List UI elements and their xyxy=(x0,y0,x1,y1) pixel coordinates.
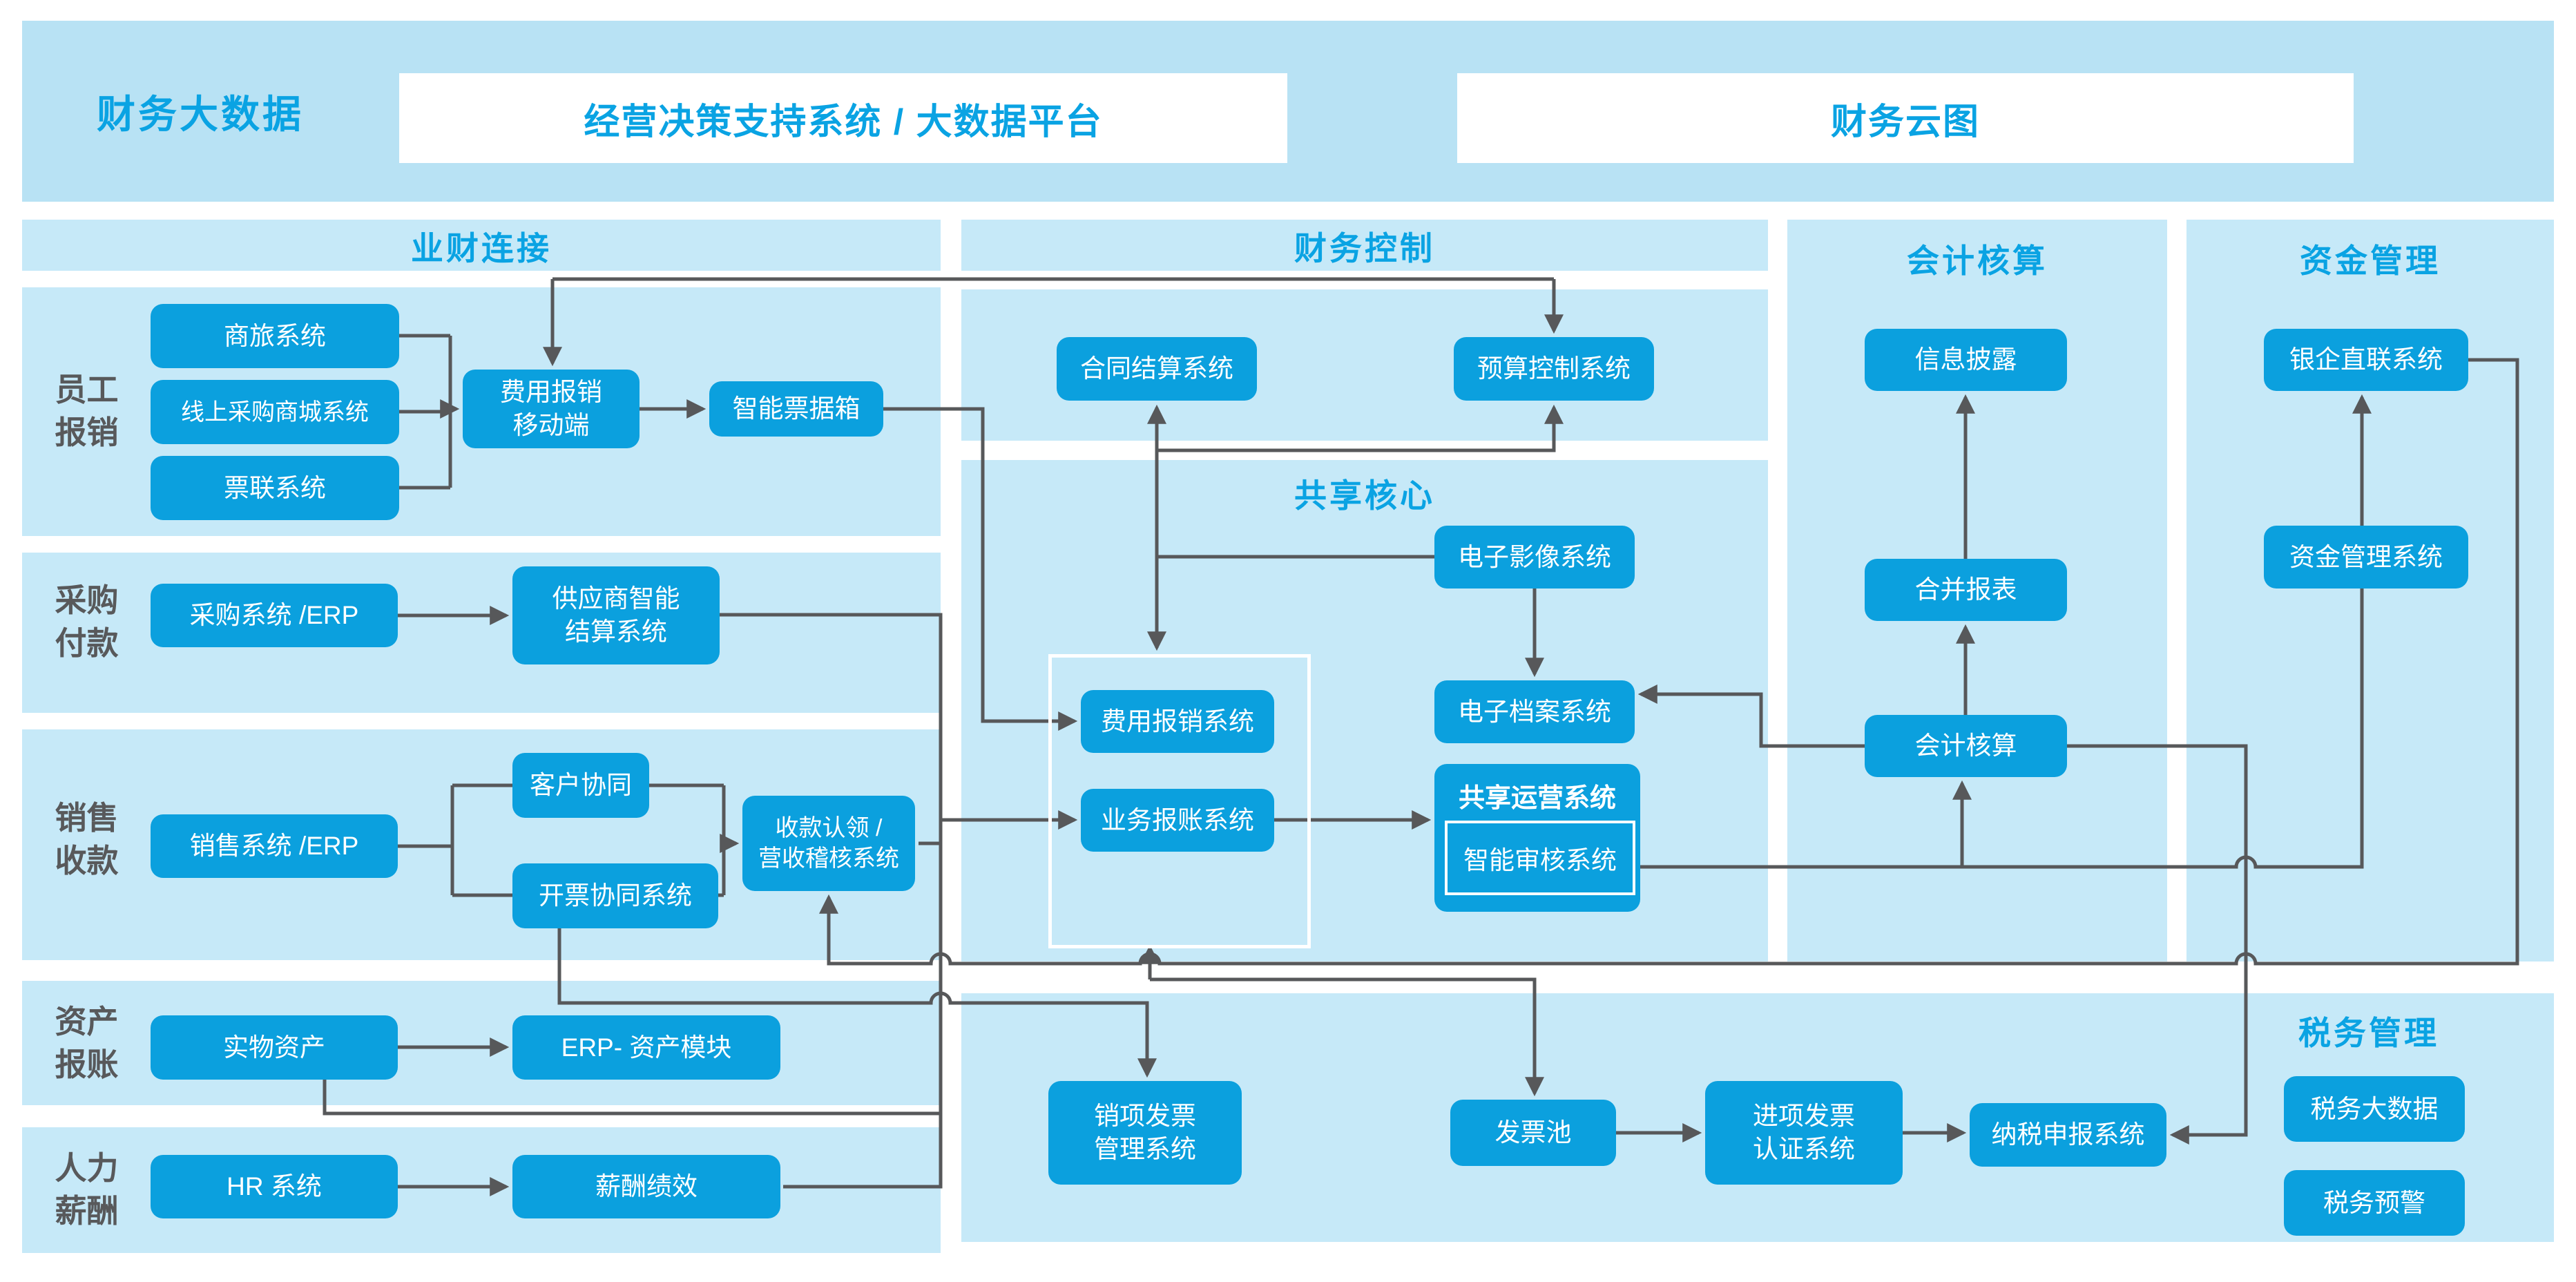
section-swgl-title: 税务管理 xyxy=(2298,1014,2439,1051)
node-tax-warning: 税务预警 xyxy=(2284,1170,2465,1236)
row-label-asset: 资产 报账 xyxy=(55,1004,119,1082)
section-ywlj-header: 业财连接 xyxy=(22,220,941,271)
decision-platform-box: 经营决策支持系统 / 大数据平台 xyxy=(399,73,1287,163)
node-erp-asset-module: ERP- 资产模块 xyxy=(512,1015,780,1080)
node-smart-ticket-box: 智能票据箱 xyxy=(709,381,883,437)
node-bank-direct-link: 银企直联系统 xyxy=(2264,329,2468,391)
node-info-disclosure: 信息披露 xyxy=(1865,329,2067,391)
section-gxhx-title: 共享核心 xyxy=(1294,477,1435,514)
node-expense-reimburse-sys: 费用报销系统 xyxy=(1081,690,1274,753)
finance-cloud-box: 财务云图 xyxy=(1457,73,2354,163)
section-kjhs-title: 会计核算 xyxy=(1907,242,2048,279)
big-data-label: 财务大数据 xyxy=(97,92,304,136)
wire-bracket-employee xyxy=(399,334,452,490)
section-cwkz-header: 财务控制 xyxy=(961,220,1768,271)
node-treasury-system: 资金管理系统 xyxy=(2264,526,2468,589)
node-business-accounting-sys: 业务报账系统 xyxy=(1081,789,1274,852)
node-e-archive: 电子档案系统 xyxy=(1434,680,1635,743)
node-receipt-claim-audit: 收款认领 / 营收稽核系统 xyxy=(742,796,915,891)
shared-operation-title: 共享运营系统 xyxy=(1458,784,1616,813)
node-budget-control: 预算控制系统 xyxy=(1454,337,1654,401)
node-hr-system: HR 系统 xyxy=(151,1155,398,1218)
wire-bank-bus xyxy=(819,358,2519,966)
row-label-sales: 销售 收款 xyxy=(55,800,119,879)
node-customer-collab: 客户协同 xyxy=(512,753,649,818)
node-e-imaging: 电子影像系统 xyxy=(1434,526,1635,589)
node-travel-system: 商旅系统 xyxy=(151,304,399,368)
node-contract-settlement: 合同结算系统 xyxy=(1057,337,1257,401)
node-accounting: 会计核算 xyxy=(1865,715,2067,777)
group-expense-reimburse xyxy=(1048,654,1311,948)
node-input-invoice-verify: 进项发票 认证系统 xyxy=(1705,1081,1903,1185)
node-tax-big-data: 税务大数据 xyxy=(2284,1076,2465,1142)
node-shared-operation: 共享运营系统 智能审核系统 xyxy=(1434,764,1640,912)
node-supplier-settlement: 供应商智能 结算系统 xyxy=(512,566,720,664)
node-procurement-erp: 采购系统 /ERP xyxy=(151,584,398,647)
node-smart-audit: 智能审核系统 xyxy=(1445,821,1635,895)
node-salary-performance: 薪酬绩效 xyxy=(512,1155,780,1218)
wire-invoice-bus xyxy=(557,928,1157,1078)
row-label-procure: 采购 付款 xyxy=(55,582,119,661)
row-label-employee: 员工 报销 xyxy=(55,372,119,450)
wire-collector-bus xyxy=(720,613,943,1189)
node-consolidated-report: 合并报表 xyxy=(1865,559,2067,621)
node-output-invoice-mgmt: 销项发票 管理系统 xyxy=(1048,1081,1242,1185)
node-online-mall-system: 线上采购商城系统 xyxy=(151,380,399,444)
row-label-hr: 人力 薪酬 xyxy=(55,1150,119,1229)
node-invoicing-collab: 开票协同系统 xyxy=(512,863,718,928)
node-invoice-pool: 发票池 xyxy=(1450,1100,1616,1166)
node-physical-asset: 实物资产 xyxy=(151,1015,398,1080)
wire-bracket-sales xyxy=(398,783,726,897)
node-tax-filing: 纳税申报系统 xyxy=(1970,1103,2166,1167)
section-zjgl-title: 资金管理 xyxy=(2300,242,2441,279)
node-expense-mobile: 费用报销 移动端 xyxy=(463,370,640,448)
node-ticket-union-system: 票联系统 xyxy=(151,456,399,520)
node-sales-erp: 销售系统 /ERP xyxy=(151,814,398,878)
